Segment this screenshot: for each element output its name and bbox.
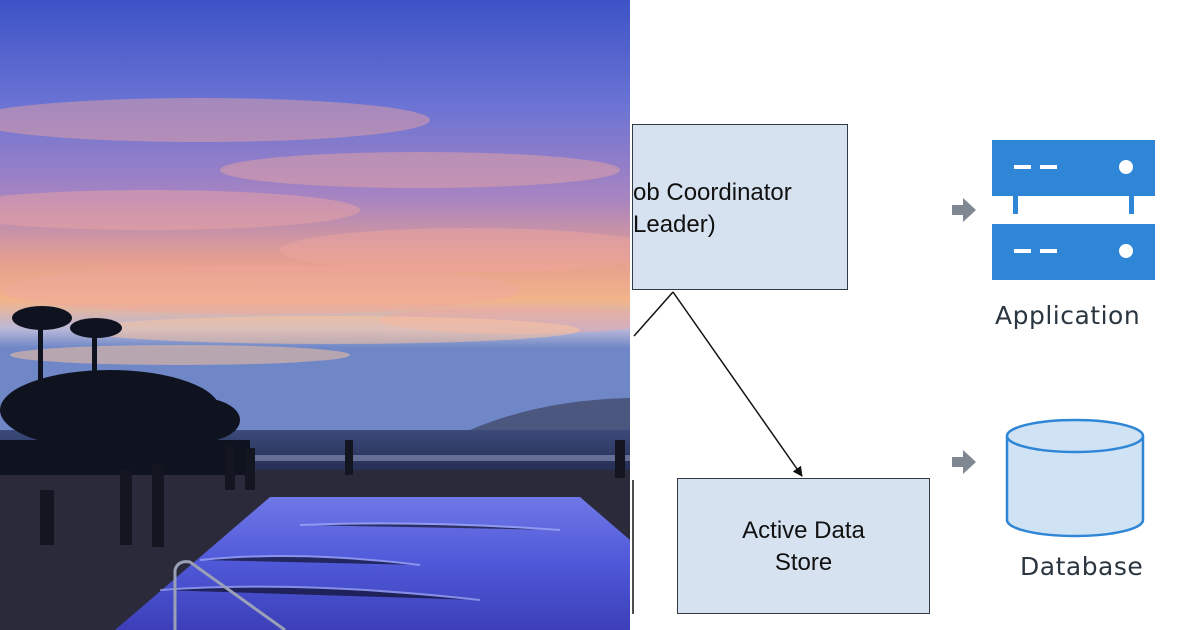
database-cylinder-icon — [1005, 418, 1145, 538]
database-label: Database — [1020, 552, 1144, 581]
store-label-line2: Store — [774, 549, 833, 576]
sunset-pool-scene — [0, 0, 630, 630]
coordinator-label-line2: Leader) — [633, 211, 716, 238]
application-arrow-icon — [952, 198, 976, 222]
job-coordinator-box: ob Coordinator Leader) — [632, 124, 848, 290]
coordinator-to-store-arrow — [672, 291, 803, 477]
coordinator-left-line — [633, 291, 674, 337]
server-stack-icon — [992, 140, 1155, 280]
application-label: Application — [995, 301, 1141, 330]
active-data-store-box: Active Data Store — [677, 478, 930, 614]
store-label-line1: Active Data — [742, 517, 865, 544]
diagram-connectors — [632, 140, 1155, 614]
sunset-pool-photo — [0, 0, 630, 630]
database-arrow-icon — [952, 450, 976, 474]
architecture-diagram: ob Coordinator Leader) Active Data Store… — [630, 0, 1200, 630]
coordinator-label-line1: ob Coordinator — [633, 179, 792, 206]
